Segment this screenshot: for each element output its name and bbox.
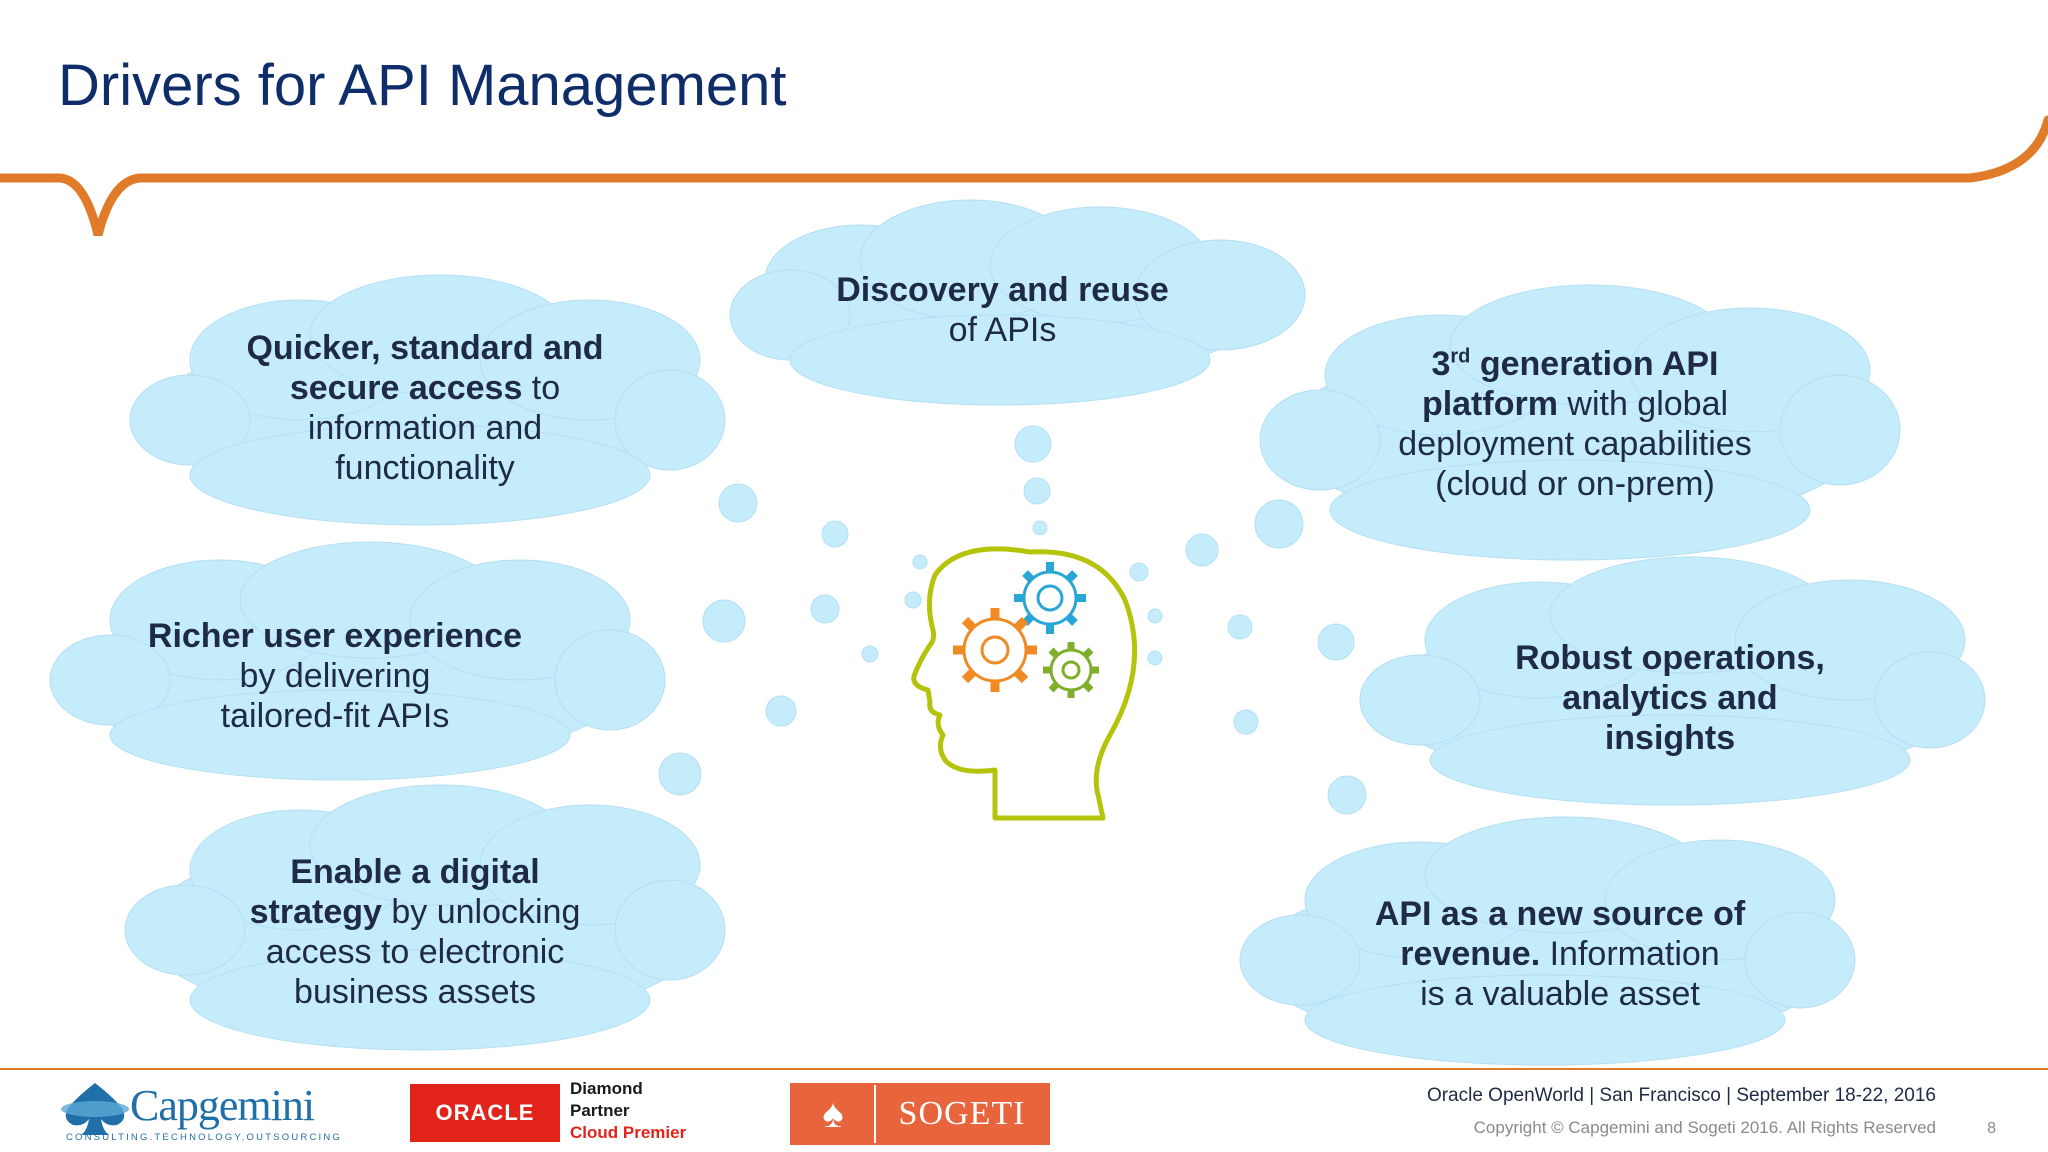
quicker-normal-2: to [522,369,561,407]
oracle-partner-text: Diamond Partner Cloud Premier [570,1078,686,1144]
digital-bold-1: Enable a digital [290,853,540,891]
third-gen-bold-1: generation API [1470,345,1719,383]
revenue-bold-2: revenue. [1400,935,1541,973]
robust-bold-3: insights [1604,719,1736,757]
digital-normal-4: business assets [294,973,536,1011]
cloud-robust [1359,556,1986,806]
quicker-normal-4: functionality [335,449,515,487]
revenue-normal-2: Information [1540,935,1720,973]
sogeti-spade-icon: ♠ [792,1085,874,1143]
third-gen-sup: rd [1450,345,1471,368]
cloud-revenue [1239,816,1856,1066]
cloud-text-third-gen: 3rd generation API platform with global … [1350,344,1800,504]
cloud-text-quicker: Quicker, standard and secure access to i… [200,328,650,488]
cloud-text-discovery: Discovery and reuse of APIs [780,270,1225,350]
cloud-digital [124,784,726,1051]
third-gen-bold-2: platform [1421,385,1558,423]
third-gen-normal-4: (cloud or on-prem) [1435,465,1715,503]
digital-normal-2: by unlocking [381,893,581,931]
oracle-logo: ORACLE [410,1084,560,1142]
page-title: Drivers for API Management [58,53,787,118]
cloud-text-richer: Richer user experience by delivering tai… [115,616,555,736]
discovery-normal: of APIs [948,311,1057,349]
sogeti-logo: ♠ SOGETI [790,1083,1050,1145]
quicker-bold-1: Quicker, standard and [246,329,604,367]
richer-normal-3: tailored-fit APIs [220,697,450,735]
third-gen-normal-2: with global [1557,385,1729,423]
robust-bold-2: analytics and [1562,679,1778,717]
cloud-quicker [129,274,726,526]
richer-normal-2: by delivering [239,657,431,695]
revenue-bold-1: API as a new source of [1374,895,1746,933]
cloud-text-digital: Enable a digital strategy by unlocking a… [190,852,640,1012]
header-swoosh [0,115,2048,237]
richer-bold: Richer user experience [147,617,523,655]
gear-green [1043,642,1099,698]
digital-normal-3: access to electronic [265,933,565,971]
capgemini-spade-icon [61,1083,129,1135]
quicker-bold-2: secure access [289,369,523,407]
gear-blue [1014,562,1086,634]
footer-divider [0,1068,2048,1070]
page-number: 8 [1987,1120,1996,1137]
capgemini-logo-tagline: CONSULTING.TECHNOLOGY.OUTSOURCING [66,1132,342,1143]
capgemini-logo-word: Capgemini [130,1081,315,1130]
head-outline [911,546,1138,821]
discovery-bold: Discovery and reuse [836,271,1169,309]
third-gen-normal-3: deployment capabilities [1398,425,1752,463]
cloud-text-revenue: API as a new source of revenue. Informat… [1320,894,1800,1014]
oracle-line-1: Diamond [570,1079,643,1098]
oracle-logo-word: ORACLE [435,1100,535,1125]
cloud-third-gen [1259,284,1901,561]
cloud-discovery [729,199,1306,406]
gear-orange [953,608,1037,692]
third-gen-num: 3 [1431,345,1451,383]
cloud-text-robust: Robust operations, analytics and insight… [1445,638,1895,758]
robust-bold-1: Robust operations, [1515,639,1825,677]
quicker-normal-3: information and [307,409,543,447]
oracle-line-2: Partner [570,1101,630,1120]
sogeti-logo-word: SOGETI [876,1085,1048,1143]
footer-copyright: Copyright © Capgemini and Sogeti 2016. A… [1473,1118,1936,1137]
cloud-richer [49,541,666,781]
oracle-line-3: Cloud Premier [570,1123,687,1142]
footer-event: Oracle OpenWorld | San Francisco | Septe… [1426,1085,1936,1106]
digital-bold-2: strategy [249,893,382,931]
revenue-normal-3: is a valuable asset [1420,975,1700,1013]
thought-bubbles [658,425,1367,815]
